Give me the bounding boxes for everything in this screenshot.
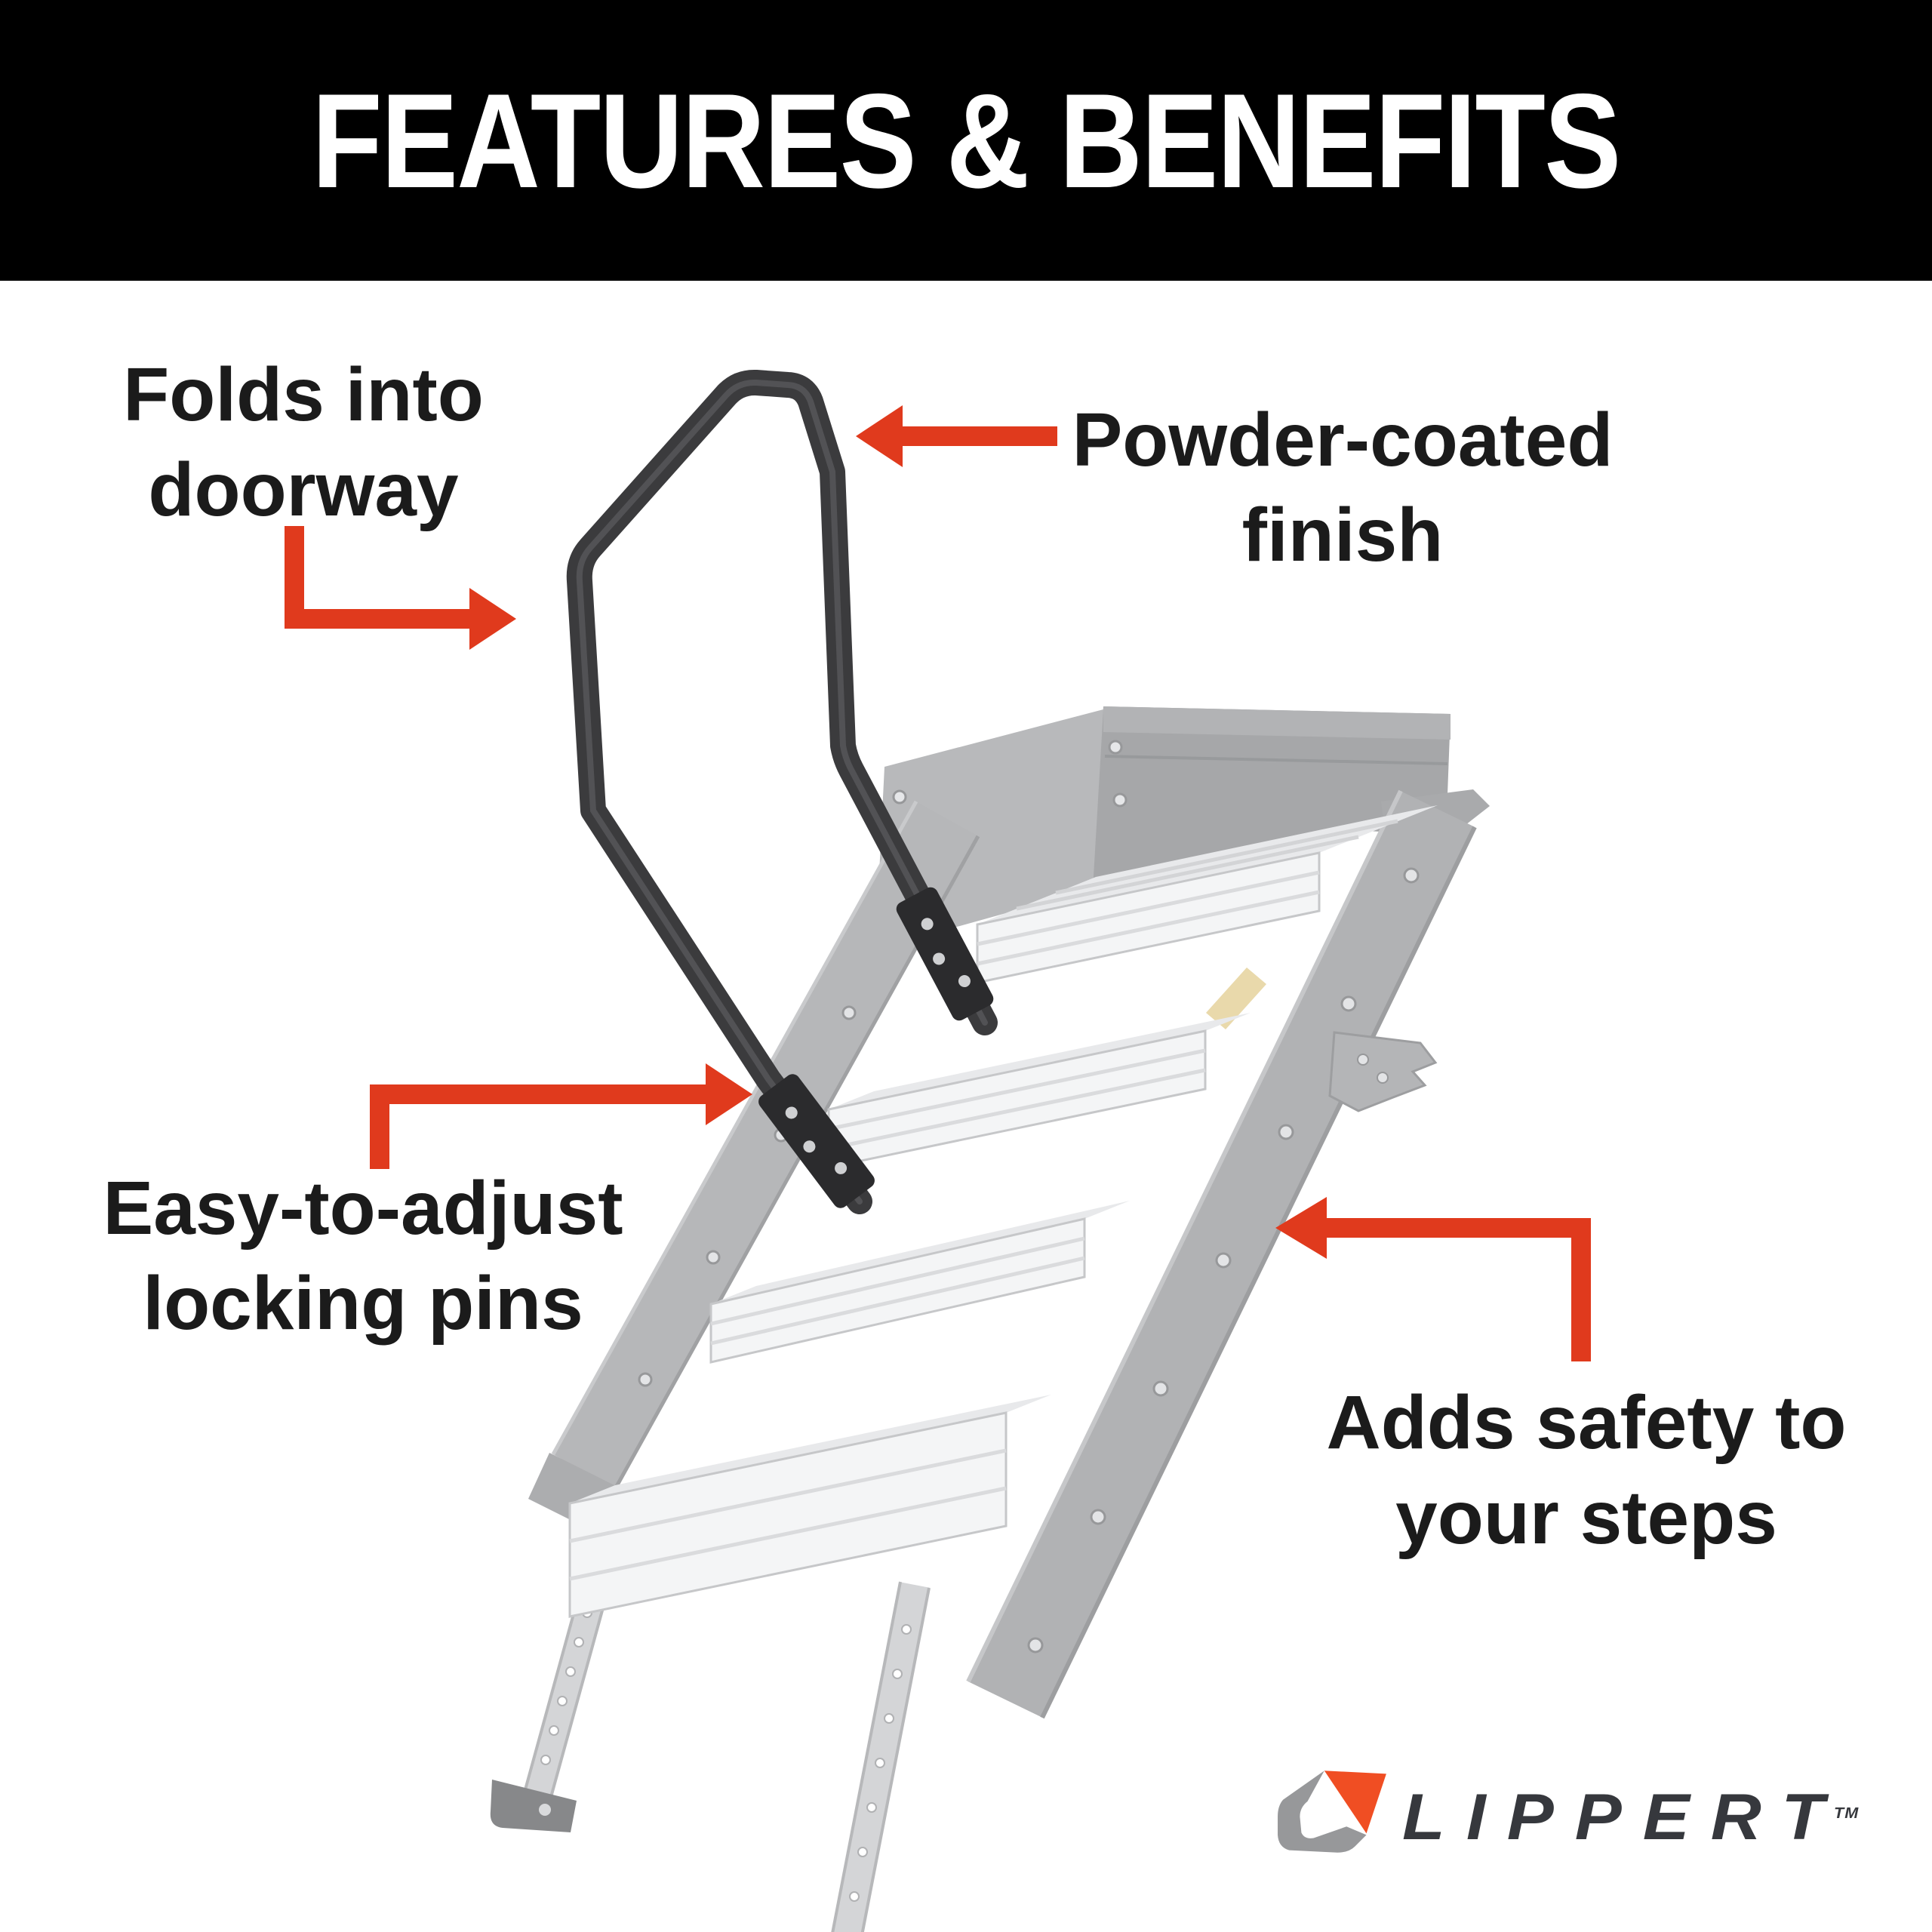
support-wedge	[1206, 968, 1266, 1029]
page-title: FEATURES & BENEFITS	[312, 65, 1621, 216]
powder-arrow-icon	[856, 405, 1057, 467]
brand-name: LIPPERT	[1402, 1781, 1846, 1854]
step-tread	[709, 1201, 1130, 1364]
callout-line: doorway	[148, 448, 459, 532]
support-leg-right	[831, 1581, 931, 1932]
folds-arrow-icon	[285, 526, 516, 650]
step-tread	[568, 1395, 1051, 1618]
callout-line: locking pins	[143, 1261, 583, 1346]
callout-easy-to-adjust-locking-pins: Easy-to-adjust locking pins	[103, 1161, 623, 1351]
trademark-symbol: TM	[1833, 1805, 1860, 1822]
safety-arrow-icon	[1275, 1197, 1591, 1361]
callout-powder-coated-finish: Powder-coated finish	[1072, 392, 1614, 583]
lippert-logo: LIPPERTTM	[1277, 1768, 1858, 1856]
step-tread	[976, 805, 1438, 984]
header-bar: FEATURES & BENEFITS	[0, 0, 1932, 281]
callout-line: your steps	[1395, 1475, 1777, 1560]
handrail	[566, 369, 998, 1214]
callout-line: Powder-coated	[1072, 398, 1614, 482]
mount-bracket	[1328, 1031, 1438, 1112]
leg-foot	[490, 1780, 577, 1832]
callout-line: Easy-to-adjust	[103, 1166, 623, 1251]
callout-line: finish	[1241, 493, 1444, 577]
handrail-upper-bracket	[896, 887, 994, 1021]
lippert-mark-icon	[1278, 1770, 1386, 1853]
callout-line: Folds into	[123, 352, 484, 437]
pins-arrow-icon	[370, 1063, 752, 1169]
brand-wordmark: LIPPERTTM	[1402, 1785, 1859, 1850]
right-side-rail	[966, 789, 1477, 1719]
callout-folds-into-doorway: Folds into doorway	[123, 347, 484, 537]
callout-line: Adds safety to	[1326, 1380, 1847, 1465]
callout-adds-safety-to-your-steps: Adds safety to your steps	[1326, 1375, 1846, 1565]
handrail-lower-bracket	[758, 1074, 875, 1208]
